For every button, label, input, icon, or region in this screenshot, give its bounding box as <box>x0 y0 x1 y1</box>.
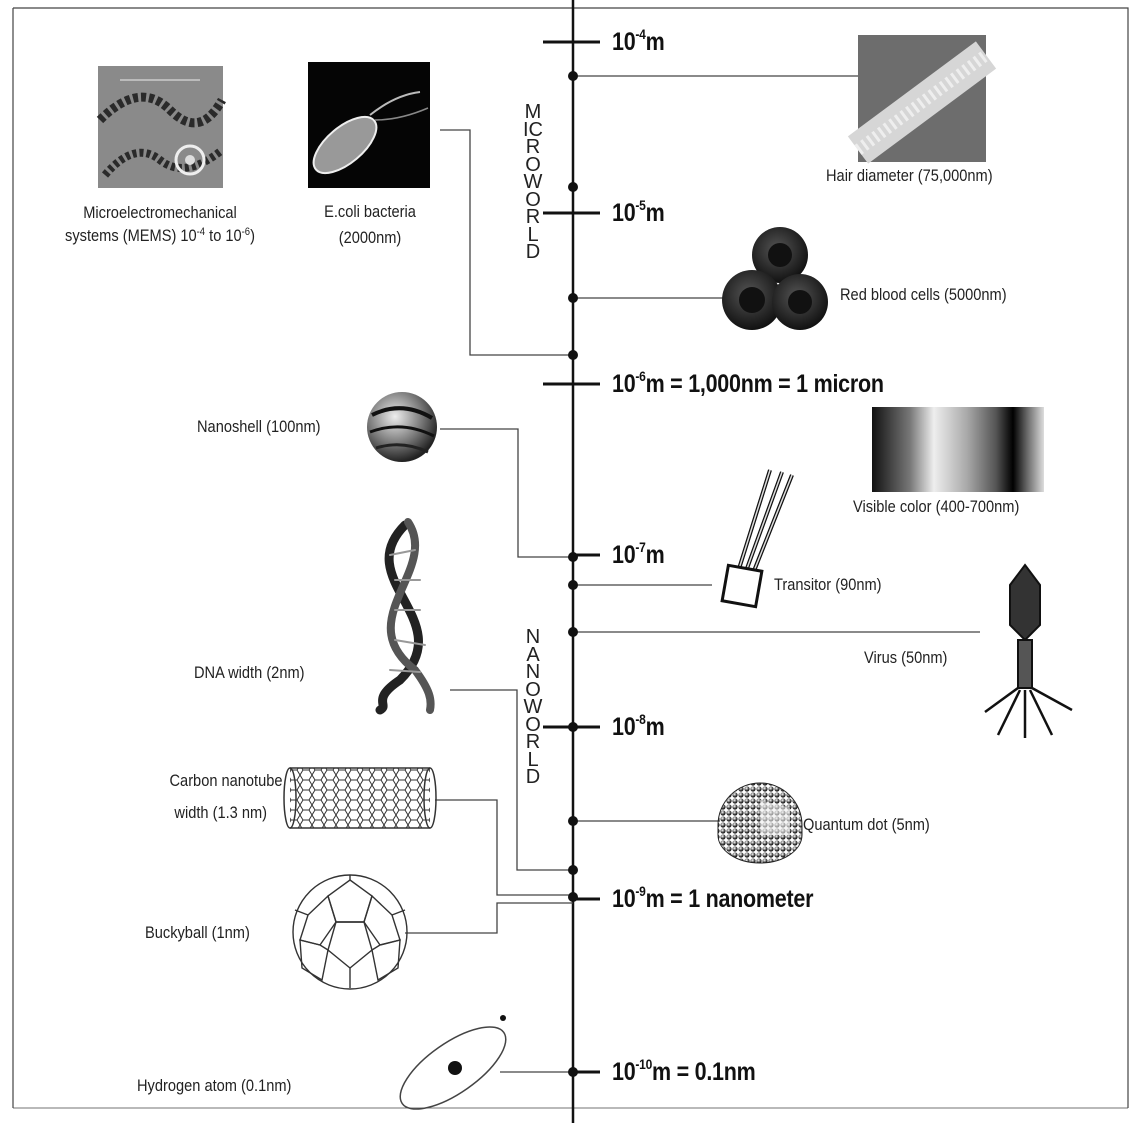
mems-label: Microelectromechanical systems (MEMS) 10… <box>57 201 263 247</box>
hydrogen-label: Hydrogen atom (0.1nm) <box>137 1076 291 1096</box>
scale-unit: m <box>646 713 665 741</box>
nanotube-image <box>284 768 436 828</box>
buckyball-label: Buckyball (1nm) <box>145 923 250 943</box>
dna-label: DNA width (2nm) <box>194 663 304 683</box>
virus-image <box>985 565 1072 738</box>
transistor-label: Transitor (90nm) <box>774 575 882 595</box>
scale-unit: m = 0.1nm <box>652 1058 755 1086</box>
scale-base: 10 <box>612 199 635 227</box>
scale-exponent: -8 <box>635 711 645 727</box>
mems-label-line2: systems (MEMS) 10-4 to 10-6) <box>57 224 263 247</box>
ecoli-image <box>304 62 430 188</box>
scale-unit: m <box>646 541 665 569</box>
scale-label-1e-8: 10-8m <box>612 713 664 742</box>
nanotube-label-line1: Carbon nanotube <box>132 765 283 797</box>
ecoli-label: E.coli bacteria (2000nm) <box>310 199 430 251</box>
scale-base: 10 <box>612 885 635 913</box>
nanoworld-label: NANOWORLD <box>522 629 544 787</box>
scale-base: 10 <box>612 28 635 56</box>
mems-label-line1: Microelectromechanical <box>57 201 263 224</box>
scale-exponent: -5 <box>635 197 645 213</box>
scale-base: 10 <box>612 713 635 741</box>
nanotube-connector <box>435 800 573 895</box>
scale-label-1e-5: 10-5m <box>612 199 664 228</box>
bucky-connector <box>405 903 573 933</box>
dna-image <box>380 522 431 710</box>
scale-exponent: -10 <box>635 1056 652 1072</box>
nanotube-label: Carbon nanotube width (1.3 nm) <box>132 765 283 829</box>
nanotube-label-line2: width (1.3 nm) <box>132 797 283 829</box>
nanoshell-image <box>367 392 437 462</box>
scale-base: 10 <box>612 541 635 569</box>
hair-image <box>858 35 986 162</box>
mems-image <box>98 66 223 188</box>
buckyball-image <box>293 875 407 989</box>
visible-spectrum-image <box>872 407 1044 492</box>
scale-exponent: -9 <box>635 883 645 899</box>
scale-unit: m = 1 nanometer <box>646 885 814 913</box>
quantum-dot-image <box>718 783 802 863</box>
connector-lines <box>405 76 980 1072</box>
scale-label-1e-6: 10-6m = 1,000nm = 1 micron <box>612 370 884 399</box>
scale-label-1e-4: 10-4m <box>612 28 664 57</box>
scale-exponent: -6 <box>635 368 645 384</box>
microworld-label: MICROWORLD <box>522 104 544 262</box>
ecoli-label-line2: (2000nm) <box>310 225 430 251</box>
scale-unit: m = 1,000nm = 1 micron <box>646 370 884 398</box>
rbc-image <box>722 227 828 330</box>
hydrogen-atom-image <box>388 1012 518 1123</box>
hair-label: Hair diameter (75,000nm) <box>826 166 993 186</box>
rbc-label: Red blood cells (5000nm) <box>840 285 1007 305</box>
scale-label-1e-9: 10-9m = 1 nanometer <box>612 885 813 914</box>
scale-exponent: -7 <box>635 539 645 555</box>
scale-unit: m <box>646 199 665 227</box>
ecoli-connector <box>440 130 573 355</box>
scale-exponent: -4 <box>635 26 645 42</box>
ecoli-label-line1: E.coli bacteria <box>310 199 430 225</box>
dna-connector <box>450 690 573 870</box>
virus-label: Virus (50nm) <box>864 648 947 668</box>
scale-unit: m <box>646 28 665 56</box>
scale-base: 10 <box>612 1058 635 1086</box>
nanoshell-label: Nanoshell (100nm) <box>197 417 321 437</box>
quantum-dot-label: Quantum dot (5nm) <box>803 815 930 835</box>
scale-label-1e-10: 10-10m = 0.1nm <box>612 1058 755 1087</box>
visible-color-label: Visible color (400-700nm) <box>853 497 1019 517</box>
nanoshell-connector <box>440 429 573 557</box>
scale-base: 10 <box>612 370 635 398</box>
scale-label-1e-7: 10-7m <box>612 541 664 570</box>
